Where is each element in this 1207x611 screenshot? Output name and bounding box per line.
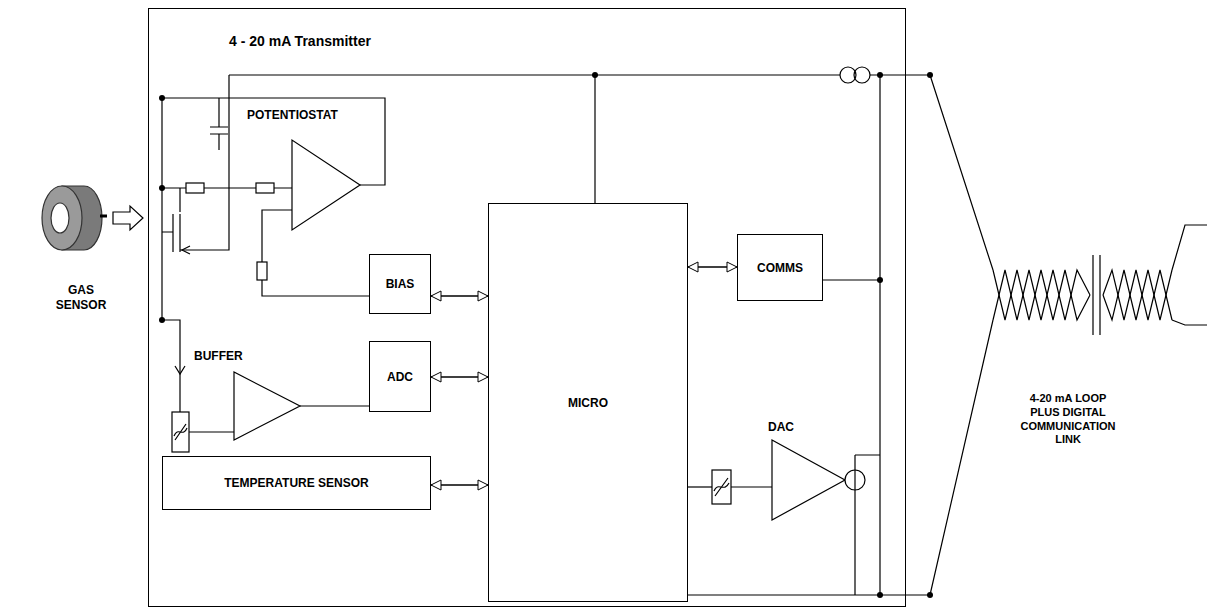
- block-name: TEMPERATURE SENSOR: [224, 476, 368, 490]
- part-label: GAS SENSOR: [40, 283, 122, 313]
- micro-supply-wire: [594, 75, 595, 203]
- junction-dot: [877, 277, 883, 283]
- junction-dot: [159, 185, 165, 191]
- gas-sensor-illustration: [42, 186, 107, 250]
- block-label: BUFFER: [192, 349, 245, 364]
- twisted-pair: [993, 270, 1090, 320]
- opamp-symbol: [292, 140, 360, 230]
- current-source: [854, 67, 870, 83]
- resistor-symbol: [256, 183, 274, 193]
- supply-wire: [229, 74, 840, 75]
- comms-wire: [823, 279, 880, 280]
- filter-symbol: [172, 412, 189, 452]
- block-name: COMMS: [757, 261, 803, 275]
- bus-arrow: [431, 295, 488, 296]
- junction-dot: [159, 95, 165, 101]
- junction-dot: [877, 72, 883, 78]
- block-name: BIAS: [386, 277, 415, 291]
- junction-dot: [927, 72, 933, 78]
- comms-block: COMMS: [737, 234, 823, 301]
- bus-arrow: [431, 484, 488, 485]
- microcontroller-block: MICRO: [488, 203, 688, 602]
- dac-wire: [731, 486, 772, 487]
- buffer-input-wire: [162, 320, 180, 412]
- fet-symbol: [162, 188, 180, 252]
- current-sink: [845, 470, 865, 490]
- dac-wire: [688, 486, 712, 487]
- bus-arrow: [431, 376, 488, 377]
- junction-dot: [592, 72, 598, 78]
- capacitor-symbol: [210, 98, 228, 150]
- filter-symbol: [174, 424, 187, 440]
- block-label: DAC: [766, 420, 796, 435]
- twisted-pair: [1103, 270, 1172, 320]
- feedback-wire: [162, 98, 385, 185]
- filter-symbol: [714, 478, 729, 496]
- loop-rail: [879, 75, 880, 595]
- block-label: POTENTIOSTAT: [245, 108, 340, 123]
- block-name: MICRO: [568, 396, 608, 410]
- junction-dot: [877, 592, 883, 598]
- resistor-symbol: [186, 183, 204, 193]
- temperature-sensor-block: TEMPERATURE SENSOR: [162, 456, 431, 510]
- adc-input-wire: [300, 405, 369, 406]
- bias-wire: [262, 210, 369, 296]
- block-name: ADC: [387, 370, 413, 384]
- fet-wire: [180, 75, 229, 250]
- fet-arrow: [182, 246, 190, 254]
- current-arrow: [175, 366, 185, 374]
- housing-title: 4 - 20 mA Transmitter: [229, 33, 371, 49]
- junction-dot: [927, 592, 933, 598]
- coupling-capacitor: [1093, 255, 1100, 335]
- sensor-rail: [161, 98, 162, 320]
- current-sink: [854, 470, 855, 490]
- loop-wire: [930, 75, 993, 595]
- twisted-pair: [1103, 270, 1172, 320]
- twisted-pair: [993, 270, 1090, 320]
- flow-arrow: [113, 206, 143, 230]
- dac-amplifier: [772, 440, 845, 520]
- return-rail: [688, 594, 930, 595]
- loop-wire: [1172, 225, 1207, 325]
- junction-dot: [159, 317, 165, 323]
- adc-block: ADC: [369, 341, 431, 412]
- bus-arrow: [688, 266, 737, 267]
- buffer-amplifier: [234, 372, 300, 440]
- link-label: 4-20 mA LOOP PLUS DIGITAL COMMUNICATION …: [1012, 392, 1124, 447]
- filter-symbol: [712, 470, 731, 504]
- resistor-symbol: [257, 262, 267, 280]
- buffer-wire: [189, 431, 234, 432]
- transmitter-housing: 4 - 20 mA TransmitterBIAS ADC MICRO COMMS TE…: [148, 8, 906, 607]
- bias-block: BIAS: [369, 254, 431, 314]
